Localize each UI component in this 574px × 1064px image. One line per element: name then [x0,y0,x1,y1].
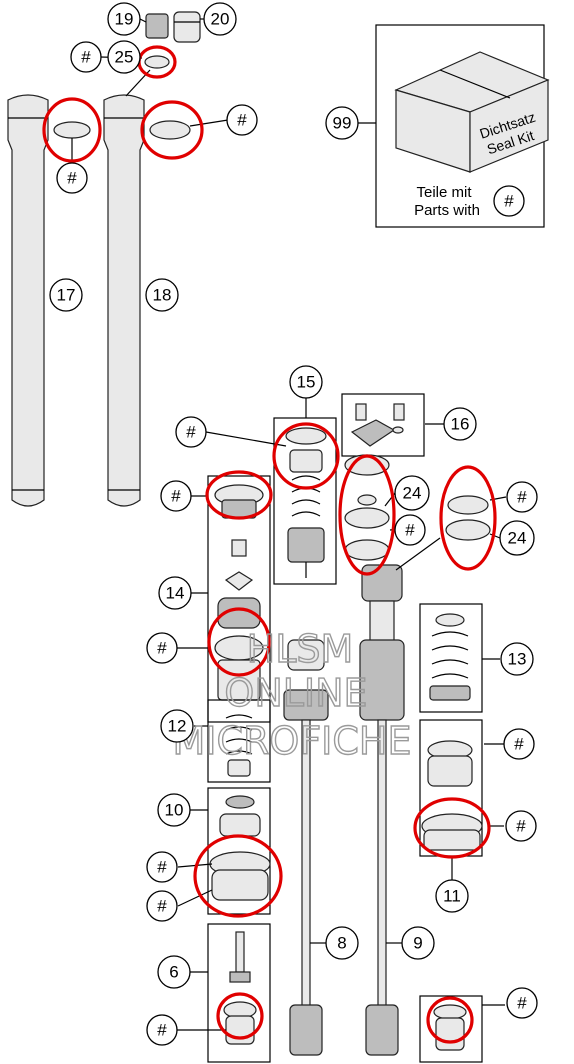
callout-13: 13 [500,642,534,676]
svg-text:#: # [186,423,196,442]
callout-17: 17 [49,278,83,312]
svg-text:18: 18 [153,286,172,305]
callout-16: 16 [443,407,477,441]
valve-10 [209,795,271,901]
fork-tube-18 [103,94,145,507]
fork-cap-20 [173,11,201,43]
callout-18: 18 [145,278,179,312]
callout-14: 14 [158,576,192,610]
seal-ring-right [149,120,191,140]
watermark-line2: ONLINE [224,671,367,715]
rings-24-left [344,454,390,561]
spring-13 [429,613,471,701]
spring-12 [225,714,253,777]
callout-hash-11: # [505,810,537,842]
seal-ring-left [53,121,91,139]
callout-hash-14: # [146,1014,178,1046]
svg-text:#: # [514,735,524,754]
callout-hash-13: # [146,890,178,922]
svg-text:99: 99 [333,114,352,133]
svg-text:14: 14 [166,584,185,603]
spring-assembly-15 [285,427,327,578]
svg-text:9: 9 [413,934,422,953]
svg-text:20: 20 [211,10,230,29]
svg-text:17: 17 [57,286,76,305]
svg-text:6: 6 [169,963,178,982]
svg-text:19: 19 [115,10,134,29]
callout-hash-4: # [493,185,525,217]
fork-tube-17 [7,94,49,507]
frame-13 [419,603,483,713]
valve-6 [223,931,257,1045]
svg-text:13: 13 [508,650,527,669]
callout-hash-3: # [226,104,258,136]
svg-text:#: # [517,994,527,1013]
callout-hash-7: # [506,481,538,513]
callout-hash-9: # [146,632,178,664]
frame-14 [207,475,271,723]
frame-6 [207,923,271,1063]
seal-kit-caption-en: Parts with [414,202,480,219]
callout-10: 10 [157,793,191,827]
watermark-line3: MICROFICHE [172,719,411,763]
svg-text:12: 12 [168,717,187,736]
seal-kit-caption-de: Teile mit [416,184,472,201]
callout-hash-5: # [175,416,207,448]
svg-text:#: # [237,111,247,130]
callout-20: 20 [203,2,237,36]
svg-text:10: 10 [165,801,184,820]
callout-6: 6 [157,955,191,989]
svg-text:#: # [405,521,415,540]
callout-8: 8 [325,926,359,960]
svg-text:#: # [157,639,167,658]
o-ring-25 [144,55,170,69]
svg-text:16: 16 [451,415,470,434]
frame-15 [273,417,337,585]
svg-text:#: # [157,1021,167,1040]
callout-hash-12: # [146,851,178,883]
valve-11 [421,740,483,851]
damper-rod-9 [359,564,405,1056]
svg-text:#: # [157,897,167,916]
svg-text:#: # [516,817,526,836]
callout-hash-6: # [160,480,192,512]
svg-text:25: 25 [115,48,134,67]
damper-rod-8 [283,639,329,1056]
frame-12 [207,699,271,783]
svg-text:#: # [517,488,527,507]
svg-text:#: # [504,192,514,211]
seal-kit-box-icon [394,51,550,173]
svg-text:8: 8 [337,934,346,953]
callout-hash-15: # [506,987,538,1019]
svg-text:#: # [171,487,181,506]
svg-text:15: 15 [297,373,316,392]
svg-text:11: 11 [443,887,461,906]
callout-9: 9 [401,926,435,960]
callout-99: 99 [325,106,359,140]
callout-hash-2: # [56,162,88,194]
fork-cap-19 [145,13,169,39]
callout-12: 12 [160,709,194,743]
svg-text:#: # [157,858,167,877]
callout-24-left: 24 [394,475,430,511]
callout-hash-8: # [394,514,426,546]
svg-text:#: # [67,169,77,188]
callout-hash-10: # [503,728,535,760]
callout-hash-1: # [70,41,102,73]
callout-19: 19 [107,2,141,36]
svg-text:24: 24 [403,484,422,503]
valve-stack-14 [214,484,264,701]
callout-15: 15 [289,365,323,399]
callout-24-right: 24 [499,520,535,556]
svg-text:#: # [81,48,91,67]
frame-bottom-right [419,995,483,1063]
frame-16 [341,393,425,457]
hardware-16 [350,403,405,447]
watermark-line1: HLSM [247,627,354,671]
rings-24-right [445,495,491,541]
callout-11: 11 [435,879,469,913]
callout-25: 25 [107,40,141,74]
svg-text:24: 24 [508,529,527,548]
